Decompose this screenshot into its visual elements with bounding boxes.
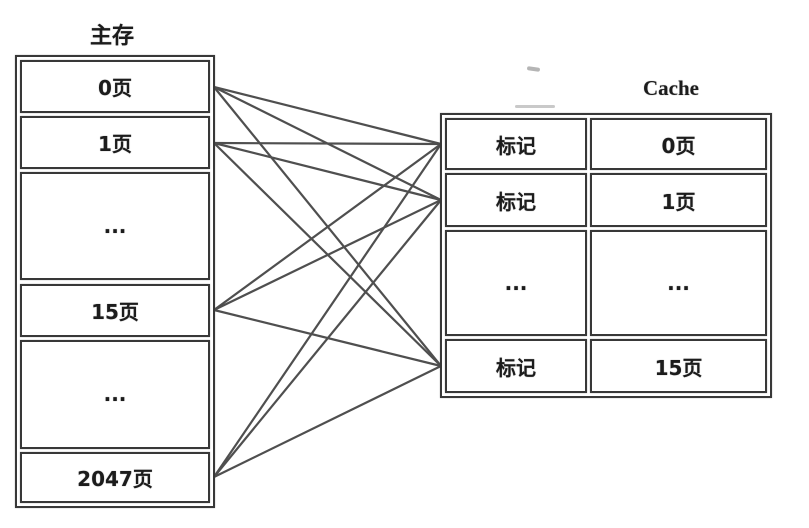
mapping-line-0-0 <box>213 85 442 146</box>
mapping-line-3-1 <box>213 199 442 311</box>
mapping-line-3-0 <box>213 143 442 311</box>
main-memory-title: 主存 <box>89 24 134 49</box>
cache-row-15-tag: 标记 <box>445 339 587 393</box>
mapping-line-5-1 <box>213 199 442 478</box>
main-memory-table: 0页 1页 ... 15页 ... 2047页 <box>15 55 215 508</box>
whiteout-box <box>478 72 582 109</box>
main-memory-row-ellipsis-1: ... <box>20 172 210 281</box>
mapping-line-5-3 <box>213 365 442 478</box>
mapping-line-1-0 <box>213 141 442 146</box>
cache-row-ellipsis-page: ... <box>590 230 767 336</box>
cache-row-15-page: 15页 <box>590 339 767 393</box>
mapping-line-1-1 <box>213 141 442 202</box>
main-memory-row-2047: 2047页 <box>20 451 210 503</box>
main-memory-row-0: 0页 <box>20 60 210 113</box>
cache-row-0-tag: 标记 <box>445 118 587 170</box>
main-memory-row-ellipsis-2: ... <box>20 339 210 449</box>
main-memory-row-15: 15页 <box>20 283 210 337</box>
main-memory-row-1: 1页 <box>20 116 210 170</box>
cache-row-0-page: 0页 <box>590 118 767 170</box>
cache-row-1-tag: 标记 <box>445 173 587 227</box>
cache-title: Cache <box>643 76 699 100</box>
cache-table: 标记 0页 标记 1页 ... ... 标记 15页 <box>440 113 772 398</box>
cache-row-ellipsis-tag: ... <box>445 230 587 336</box>
erased-text-remnant-bottom <box>515 105 555 108</box>
mapping-line-5-0 <box>213 143 442 478</box>
cache-row-1-page: 1页 <box>590 173 767 227</box>
